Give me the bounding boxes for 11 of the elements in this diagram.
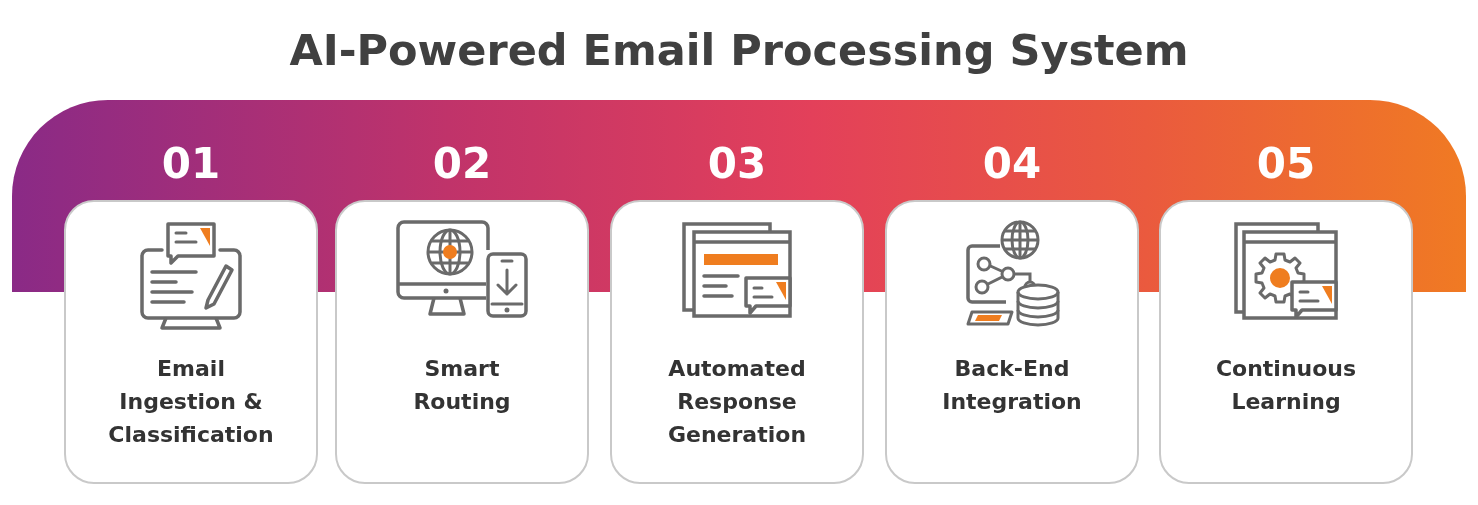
step-number: 02 — [432, 140, 492, 188]
step-label: Automated Response Generation — [666, 355, 808, 449]
step-number: 04 — [982, 140, 1042, 188]
step-label: Email Ingestion & Classification — [107, 355, 275, 449]
step-number: 03 — [707, 140, 767, 188]
step-label: Smart Routing — [412, 355, 512, 416]
diagram-title: AI-Powered Email Processing System — [288, 24, 1190, 77]
step-number: 01 — [161, 140, 221, 188]
step-label: Continuous Learning — [1214, 355, 1358, 416]
step-label: Back-End Integration — [941, 355, 1083, 416]
step-number: 05 — [1256, 140, 1316, 188]
